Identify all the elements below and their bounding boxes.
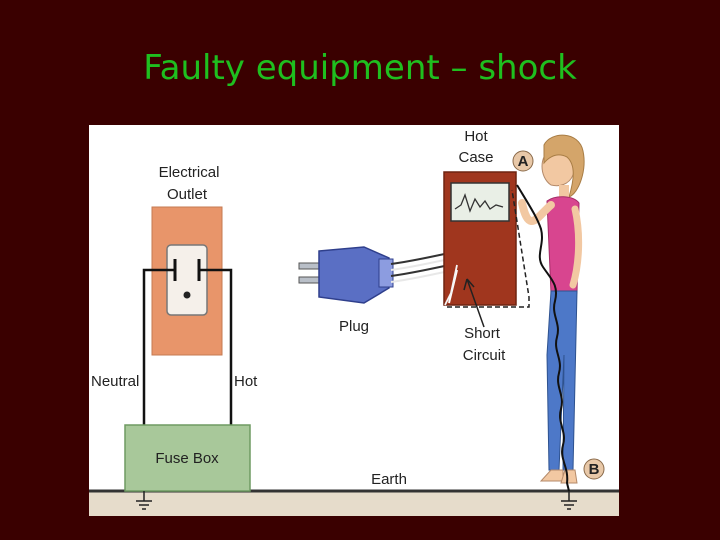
point-b-marker (583, 458, 605, 480)
hot-label: Hot (234, 373, 258, 390)
ground-strip (89, 491, 619, 516)
outlet-faceplate (166, 244, 208, 316)
body-current-wave (516, 184, 570, 492)
fuse-box-label: Fuse Box (155, 450, 219, 467)
neutral-wire (142, 268, 175, 491)
hot-case-label-line2: Case (458, 149, 493, 166)
outlet-label-line2: Outlet (167, 186, 208, 203)
appliance-screen (450, 182, 510, 222)
current-path (447, 189, 530, 308)
outlet-label-line1: Electrical (159, 164, 220, 181)
short-circuit-label-line1: Short (464, 325, 501, 342)
hot-case-label-line1: Hot (464, 128, 488, 145)
appliance-waveform (454, 193, 504, 213)
diagram-svg: Electrical Outlet Neutral Hot Fuse Box E… (89, 128, 619, 516)
outlet-ground-hole (183, 291, 191, 299)
ground-symbol-right (561, 491, 577, 510)
short-circuit-pointer-head (463, 278, 475, 291)
diagram-panel: Electrical Outlet Neutral Hot Fuse Box E… (89, 125, 619, 516)
ground-symbol-left (136, 491, 152, 510)
fuse-box (124, 424, 251, 492)
point-a-label: A (518, 153, 529, 170)
person (518, 134, 585, 484)
point-b-label: B (589, 461, 600, 478)
neutral-label: Neutral (91, 373, 139, 390)
point-a-marker (512, 150, 534, 172)
short-circuit-path (444, 264, 458, 306)
plug (298, 246, 394, 304)
short-circuit-pointer (466, 278, 485, 328)
earth-label: Earth (371, 471, 407, 488)
plug-label: Plug (339, 318, 369, 335)
hot-wire (199, 268, 233, 491)
short-circuit-label-line2: Circuit (463, 347, 506, 364)
slide-title: Faulty equipment – shock (143, 48, 577, 88)
